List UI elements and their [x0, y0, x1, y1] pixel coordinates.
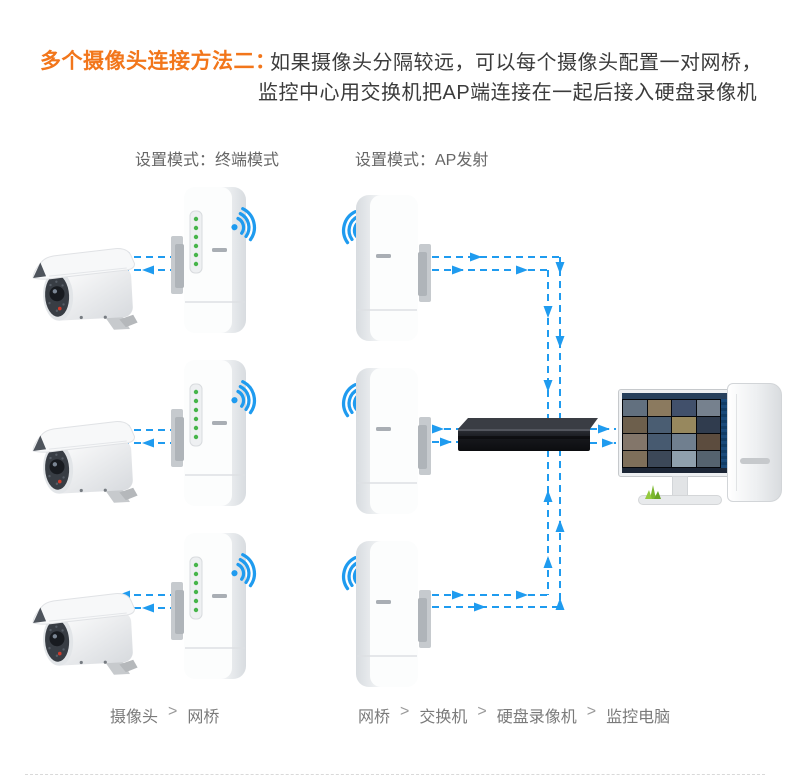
bottom-divider	[25, 774, 765, 775]
wifi-signal-icon	[231, 553, 256, 588]
ap-device-icon	[356, 195, 431, 341]
bridge-device-icon	[171, 360, 246, 506]
bridge-device-icon	[171, 187, 246, 333]
page-title-line2: 监控中心用交换机把AP端连接在一起后接入硬盘录像机	[258, 82, 758, 104]
page-title-line1: 如果摄像头分隔较远，可以每个摄像头配置一对网桥，	[270, 52, 762, 74]
tower-drive-slot	[740, 458, 770, 464]
caption-item: 网桥	[358, 709, 391, 726]
wifi-signal-icon	[231, 380, 256, 415]
switch-device-icon	[458, 418, 598, 451]
plant-decoration-icon	[645, 485, 661, 499]
caption-separator: >	[586, 703, 597, 720]
ap-device-icon	[356, 368, 431, 514]
page-title-highlight: 多个摄像头连接方法二：	[40, 50, 277, 73]
surveillance-grid	[622, 399, 721, 468]
wifi-signal-icon	[231, 207, 256, 242]
bridge-device-icon	[171, 533, 246, 679]
caption-item: 交换机	[419, 709, 468, 726]
caption-item: 硬盘录像机	[496, 709, 577, 726]
caption-separator: >	[168, 703, 178, 720]
monitor-icon	[618, 389, 741, 477]
mode-label-terminal: 设置模式：终端模式	[135, 152, 280, 169]
caption-separator: >	[400, 703, 410, 720]
tower-seam	[736, 394, 737, 491]
pc-tower-icon	[727, 383, 782, 502]
caption-item: 监控电脑	[606, 709, 671, 726]
caption-item: 网桥	[187, 709, 220, 726]
caption-item: 摄像头	[110, 709, 159, 726]
mode-label-ap: 设置模式：AP发射	[355, 152, 489, 169]
camera-icon	[32, 593, 138, 675]
monitor-screen	[622, 393, 737, 473]
caption-separator: >	[477, 703, 487, 720]
camera-icon	[32, 421, 138, 503]
caption-left-flow: 摄像头 > 网桥	[110, 703, 219, 727]
monitor-base	[638, 495, 722, 505]
monitor-statusbar	[622, 468, 737, 473]
ap-device-icon	[356, 541, 431, 687]
camera-icon	[32, 248, 138, 330]
monitor-toolbar	[622, 393, 737, 399]
caption-right-flow: 网桥 > 交换机 > 硬盘录像机 > 监控电脑	[358, 703, 670, 727]
